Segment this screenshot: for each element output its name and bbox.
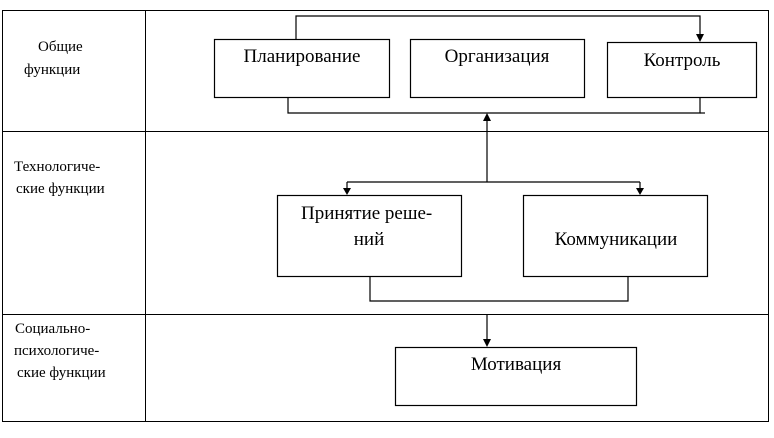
arrowhead-into-control	[696, 34, 704, 42]
connector-control-to-planning	[287, 91, 701, 114]
connector-planning-to-control	[295, 15, 701, 39]
box-organization: Организация	[409, 38, 586, 99]
arrowhead-into-motivation	[483, 339, 491, 347]
box-control-label: Контроль	[644, 50, 721, 71]
connector-technological-bracket	[369, 276, 629, 302]
box-planning: Планирование	[213, 38, 391, 99]
table-border	[2, 10, 769, 422]
box-motivation: Мотивация	[394, 346, 638, 407]
table-grid	[2, 10, 769, 422]
box-communications-label: Коммуникации	[555, 229, 678, 250]
box-motivation-label: Мотивация	[471, 354, 562, 375]
connectors	[284, 15, 705, 347]
box-decision-making: Принятие реше- ний	[276, 194, 463, 278]
row-label-technological: Технологиче- ские функции	[14, 159, 105, 197]
box-communications: Коммуникации	[522, 194, 709, 278]
arrowhead-up	[483, 113, 491, 121]
arrowhead-into-decision	[343, 188, 351, 195]
box-decision-making-label: Принятие реше- ний	[301, 203, 437, 250]
row-label-general: Общие функции	[24, 39, 86, 78]
box-control: Контроль	[606, 41, 758, 99]
box-organization-label: Организация	[445, 46, 550, 67]
box-planning-label: Планирование	[244, 46, 361, 67]
row-label-socio-psychological: Социально- психологиче- ские функции	[14, 321, 106, 381]
arrowhead-into-communications	[636, 188, 644, 195]
